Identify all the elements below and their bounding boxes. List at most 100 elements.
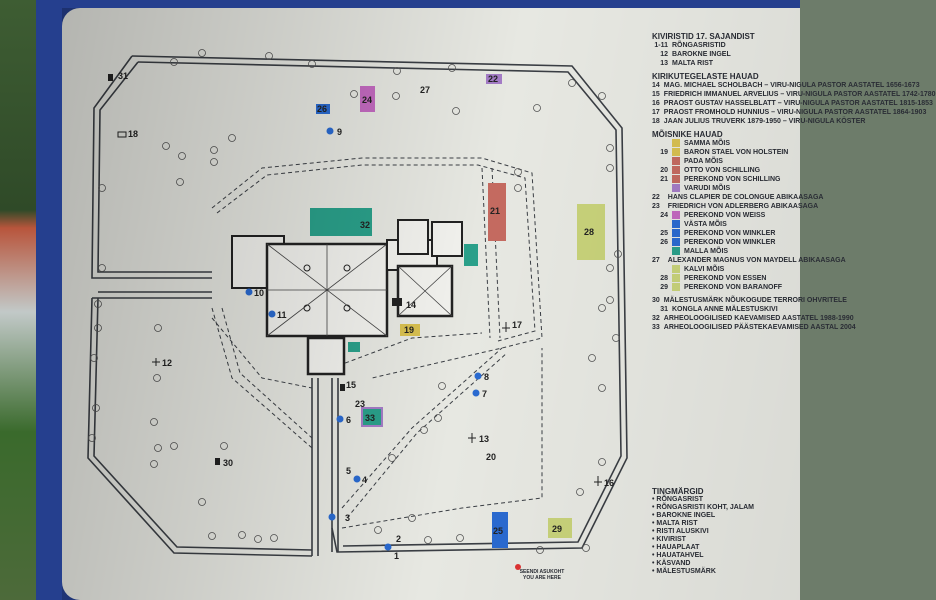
symbol-legend-item: • HAUAPLAAT xyxy=(652,544,700,551)
legend-swatch xyxy=(672,211,680,219)
legend-entry-text: ARHEOLOOGILISED KAEVAMISED AASTATEL 1988… xyxy=(663,315,854,322)
map-label-12: 12 xyxy=(162,358,172,368)
legend-swatch xyxy=(672,166,680,174)
symbol-legend-item: • KÄSVAND xyxy=(652,560,691,567)
map-label-18: 18 xyxy=(128,129,138,139)
legend-entry-number: 16 xyxy=(652,100,660,107)
legend-swatch xyxy=(672,283,680,291)
legend-entry-number: 31 xyxy=(660,306,668,313)
legend-entry-text: PEREKOND VON BARANOFF xyxy=(684,284,783,291)
map-legend: KIVIRISTID 17. SAJANDIST 1-11 RÕNGASRISTI… xyxy=(652,28,936,332)
map-label-33: 33 xyxy=(365,413,375,423)
you-are-here-label-et: SEENDI ASUKOHT xyxy=(519,569,565,575)
map-label-20: 20 xyxy=(486,452,496,462)
legend-entry-number: 32 xyxy=(652,315,660,322)
map-label-28: 28 xyxy=(584,227,594,237)
legend-entry-number: 12 xyxy=(660,51,668,58)
footpaths xyxy=(211,157,543,529)
map-label-3: 3 xyxy=(345,513,350,523)
map-label-16: 16 xyxy=(604,478,614,488)
legend-entry-text: RÕNGASRISTID xyxy=(672,42,726,49)
legend-swatch xyxy=(672,139,680,147)
map-label-11: 11 xyxy=(277,310,287,320)
legend-entry-number: 28 xyxy=(660,275,668,282)
legend-entry-text: MÄLESTUSMÄRK NÕUKOGUDE TERRORI OHVRITELE xyxy=(663,297,847,304)
legend-entry-number xyxy=(652,157,668,166)
legend-entry: 31 KONGLA ANNE MÄLESTUSKIVI xyxy=(652,305,800,314)
map-board: 1 2 3 4 5 6 7 8 9 10 11 12 13 14 15 16 1… xyxy=(62,8,936,600)
legend-entry-number xyxy=(652,247,668,256)
legend-entry: MALLA MÕIS xyxy=(652,247,800,256)
legend-entry: KALVI MÕIS xyxy=(652,265,800,274)
you-are-here-label-en: YOU ARE HERE xyxy=(523,575,561,581)
map-label-23: 23 xyxy=(355,399,365,409)
legend-entry: VARUDI MÕIS xyxy=(652,184,800,193)
grave-plots xyxy=(316,74,605,548)
legend-entry-number: 26 xyxy=(660,239,668,246)
legend-entry-text: FRIEDRICH IMMANUEL ARVELIUS – VIRU-NIGUL… xyxy=(663,91,936,98)
legend-entry-number: 21 xyxy=(660,176,668,183)
legend-entry-text: PADA MÕIS xyxy=(684,158,723,165)
legend-entry-text: PEREKOND VON WINKLER xyxy=(684,239,776,246)
church-building xyxy=(231,208,478,376)
legend-heading-clergy: KIRIKUTEGELASTE HAUAD xyxy=(652,72,759,81)
outer-wall xyxy=(87,55,628,557)
legend-swatch xyxy=(672,148,680,156)
map-label-31: 31 xyxy=(118,71,128,81)
legend-entry-text: MALLA MÕIS xyxy=(684,248,729,255)
legend-entry-number xyxy=(652,184,668,193)
legend-entry-text: FRIEDRICH VON ADLERBERG ABIKAASAGA xyxy=(667,203,819,210)
map-label-15: 15 xyxy=(346,380,356,390)
legend-swatch xyxy=(672,175,680,183)
legend-entry-text: KONGLA ANNE MÄLESTUSKIVI xyxy=(672,306,778,313)
legend-entry-text: PEREKOND VON SCHILLING xyxy=(684,176,781,183)
map-label-7: 7 xyxy=(482,389,487,399)
legend-swatch xyxy=(672,229,680,237)
legend-entry-number: 30 xyxy=(652,297,660,304)
legend-entry-number xyxy=(652,265,668,274)
legend-entry-number: 1-11 xyxy=(654,42,668,49)
legend-title: KIVIRISTID 17. SAJANDIST xyxy=(652,32,755,41)
legend-entry-text: JAAN JULIUS TRUVERK 1879-1950 – VIRU-NIG… xyxy=(663,118,866,125)
map-label-24: 24 xyxy=(362,95,372,105)
legend-entry-text: MALTA RIST xyxy=(672,60,714,67)
map-label-2: 2 xyxy=(396,534,401,544)
symbol-legend-item: • MÄLESTUSMÄRK xyxy=(652,568,716,575)
legend-entry-number: 19 xyxy=(660,149,668,156)
legend-heading-manor: MÕISNIKE HAUAD xyxy=(652,130,723,139)
legend-entry-text: SAMMA MÕIS xyxy=(684,140,731,147)
legend-swatch xyxy=(672,184,680,192)
map-label-32: 32 xyxy=(360,220,370,230)
symbol-legend-item: • KIVIRIST xyxy=(652,536,686,543)
symbol-marks xyxy=(108,74,602,570)
legend-entry-number: 27 xyxy=(652,257,660,264)
map-label-14: 14 xyxy=(406,300,416,310)
legend-entry-number: 25 xyxy=(660,230,668,237)
legend-entry-text: OTTO VON SCHILLING xyxy=(684,167,761,174)
legend-entry-text: HANS CLAPIER DE COLONGUE ABIKAASAGA xyxy=(667,194,824,201)
symbol-legend: TINGMÄRGID • RÕNGASRIST• RÕNGASRISTI KOH… xyxy=(652,488,800,576)
tree-icons xyxy=(88,49,622,554)
legend-entry-text: PEREKOND VON WEISS xyxy=(684,212,766,219)
symbol-legend-item: • RÕNGASRISTI KOHT, JALAM xyxy=(652,504,755,511)
symbol-legend-item: • HAUATAHVEL xyxy=(652,552,704,559)
symbol-legend-item: • RÕNGASRIST xyxy=(652,496,704,503)
map-label-25: 25 xyxy=(493,526,503,536)
legend-entry-number: 15 xyxy=(652,91,660,98)
legend-entry-number: 14 xyxy=(652,82,660,89)
map-label-29: 29 xyxy=(552,524,562,534)
symbol-legend-item: • MALTA RIST xyxy=(652,520,698,527)
